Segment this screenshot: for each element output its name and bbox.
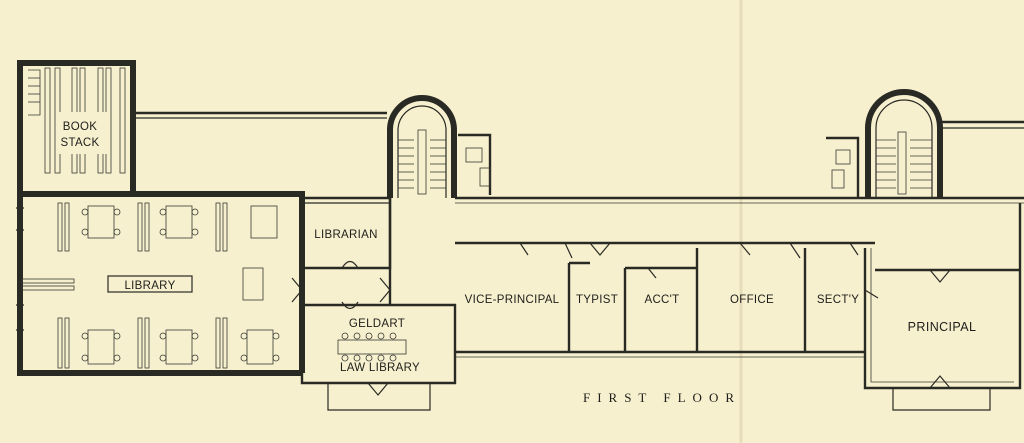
principal-room: PRINCIPAL [863,203,1022,411]
principal-label: PRINCIPAL [908,320,977,334]
secty-label: SECT'Y [817,294,859,306]
librarian-label: LIBRARIAN [314,229,377,241]
geldart-label: GELDART [349,318,405,330]
law-library-room: GELDART LAW LIBRARY [300,198,457,411]
book-stack-label-2: STACK [61,137,100,149]
office-label: OFFICE [730,294,774,306]
acct-label: ACC'T [644,294,679,306]
law-library-label: LAW LIBRARY [340,362,420,374]
library-room: LIBRARY [16,191,305,376]
librarian-room: LIBRARIAN [302,196,392,270]
book-stack-label-1: BOOK [63,121,97,133]
typist-label: TYPIST [576,294,618,306]
top-corridor [136,111,387,119]
left-stair-tower [387,95,457,198]
library-label: LIBRARY [124,280,175,292]
right-stair-tower [826,89,1024,198]
office-wing: VICE-PRINCIPAL TYPIST ACC'T OFFICE SECT'… [455,133,1024,358]
floor-caption: FIRST FLOOR [583,390,741,405]
book-stack-room: BOOK STACK [17,60,136,197]
vice-principal-label: VICE-PRINCIPAL [465,294,560,306]
